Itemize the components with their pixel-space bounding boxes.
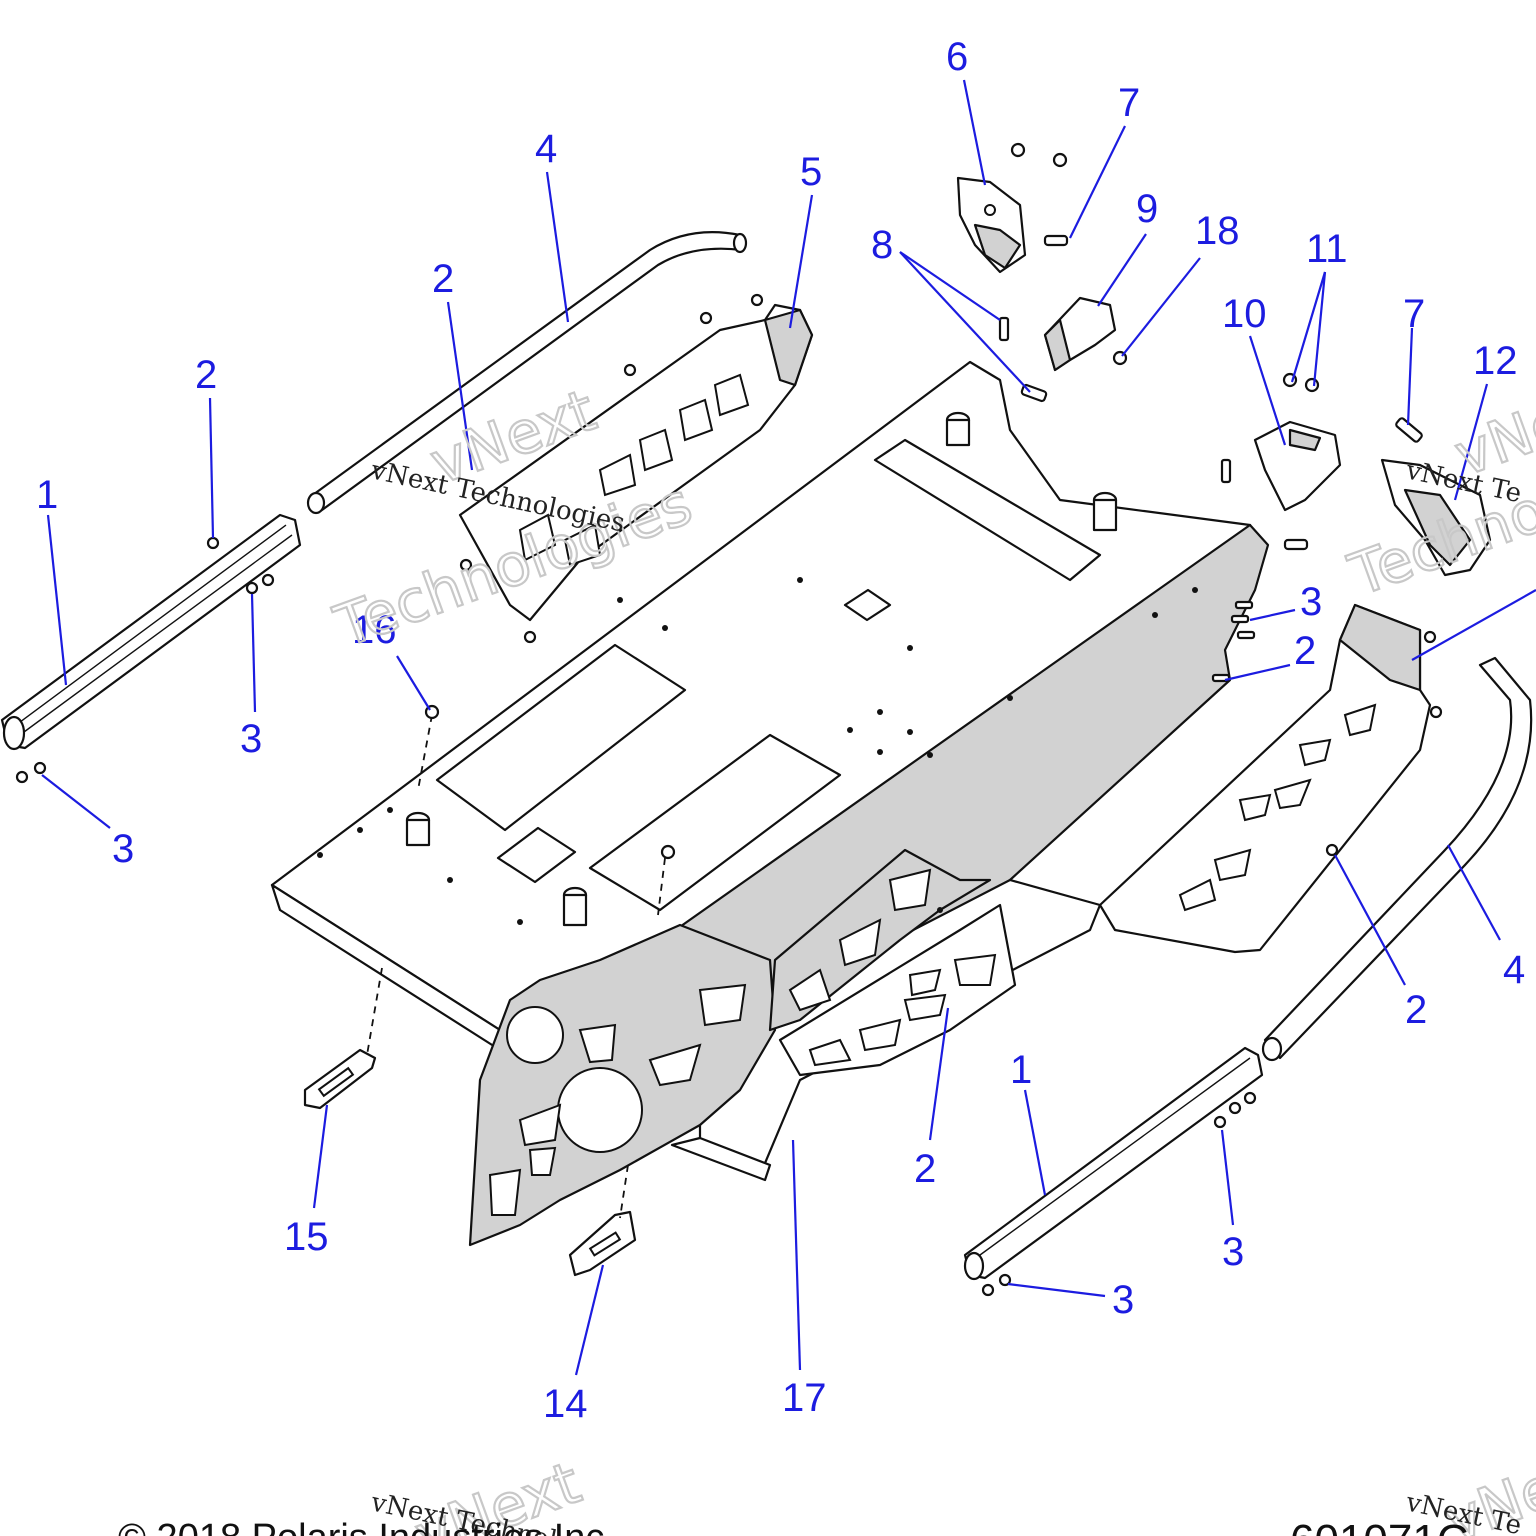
- plate-14: [568, 1210, 637, 1277]
- callout-7: 7: [1118, 81, 1140, 125]
- fasteners: [15, 142, 1443, 1297]
- callout-1: 1: [36, 473, 58, 517]
- leader-lines: [41, 79, 1536, 1376]
- callout-18: 18: [1195, 209, 1240, 253]
- part-number: 601071C: [1290, 1516, 1469, 1536]
- callout-2: 2: [1294, 629, 1316, 673]
- callout-4: 4: [535, 127, 557, 171]
- callout-9: 9: [1136, 187, 1158, 231]
- left-rail: [0, 513, 302, 751]
- callout-3: 3: [1112, 1278, 1134, 1322]
- callout-3: 3: [1222, 1230, 1244, 1274]
- callout-10: 10: [1222, 292, 1267, 336]
- left-tube: [306, 231, 748, 515]
- bracket-9: [1043, 296, 1117, 372]
- right-running-board: [1098, 603, 1432, 954]
- callout-2: 2: [432, 257, 454, 301]
- callout-2: 2: [195, 353, 217, 397]
- copyright-text: © 2018 Polaris Industries Inc.: [118, 1517, 615, 1536]
- right-tube: [1261, 656, 1533, 1062]
- bracket-6: [956, 176, 1027, 274]
- callout-7: 7: [1403, 292, 1425, 336]
- callout-2: 2: [914, 1147, 936, 1191]
- callout-labels: 1 2 2 3 3 4 5 6 7 8 9 18 11 10 7 12 16 3…: [36, 35, 1525, 1426]
- left-running-board: [458, 303, 814, 622]
- callout-3: 3: [112, 827, 134, 871]
- right-rail: [963, 1046, 1264, 1281]
- callout-2: 2: [1405, 988, 1427, 1032]
- callout-16: 16: [352, 608, 397, 652]
- callout-5: 5: [800, 150, 822, 194]
- tunnel-assembly: [270, 360, 1270, 1247]
- callout-6: 6: [946, 35, 968, 79]
- callout-3: 3: [1300, 580, 1322, 624]
- callout-12: 12: [1473, 339, 1518, 383]
- callout-11: 11: [1306, 227, 1348, 271]
- bracket-12: [1380, 458, 1492, 577]
- callout-8: 8: [871, 223, 893, 267]
- assembly-lines: [366, 714, 666, 1219]
- callout-1: 1: [1010, 1048, 1032, 1092]
- callout-3: 3: [240, 717, 262, 761]
- plate-15: [303, 1048, 377, 1110]
- bracket-10: [1253, 420, 1342, 512]
- callout-4: 4: [1503, 948, 1525, 992]
- callout-15: 15: [284, 1215, 329, 1259]
- callout-14: 14: [543, 1382, 588, 1426]
- callout-17: 17: [782, 1376, 827, 1420]
